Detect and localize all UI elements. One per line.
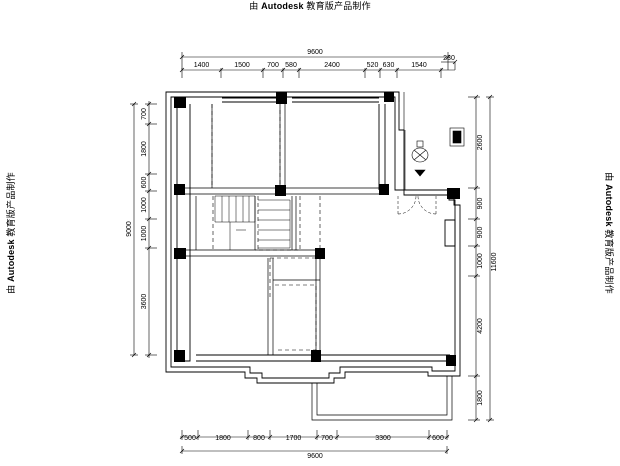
dimension-left-segment: 3600: [141, 294, 148, 310]
dimension-top-segment: 630: [383, 62, 395, 69]
dimension-top-extra: 230: [443, 55, 455, 62]
dimension-top-segment: 1400: [194, 62, 210, 69]
dimension-top-segment: 1500: [234, 62, 250, 69]
dimension-right-segment: 4200: [477, 318, 484, 334]
dimension-right-segment: 900: [477, 198, 484, 210]
dimension-bottom-total: 9600: [307, 453, 323, 460]
dimension-top-total: 9600: [307, 49, 323, 56]
dimension-top-segment: 1540: [411, 62, 427, 69]
dimension-left-segment: 1000: [141, 197, 148, 213]
dimension-right-total: 11600: [491, 252, 498, 271]
dimension-labels: 9600 1400 1500 700 580 2400 520 630 1540 230 500 18…: [126, 49, 498, 460]
entry-steps: [398, 92, 406, 190]
dimension-bottom-segment: 1800: [215, 435, 231, 442]
dimension-bottom-segment: 700: [321, 435, 333, 442]
staircase: [214, 195, 291, 250]
entry-doors: [397, 195, 437, 215]
dimension-top-segment: 700: [267, 62, 279, 69]
dimension-left-segment: 600: [141, 177, 148, 189]
dimension-right-segment: 1000: [477, 253, 484, 269]
watermark-top: 由 Autodesk 教育版产品制作: [249, 1, 371, 11]
dimension-right-segment: 1800: [477, 390, 484, 406]
exterior-walls: [165, 91, 461, 384]
dimension-top-segment: 580: [285, 62, 297, 69]
dimension-top-segment: 2400: [324, 62, 340, 69]
dimension-left-segment: 1000: [141, 226, 148, 242]
dimension-right-segment: 2600: [477, 135, 484, 151]
dimension-lines: [130, 52, 494, 454]
dimension-bottom-segment: 500: [184, 435, 196, 442]
dimension-bottom-segment: 1700: [286, 435, 302, 442]
dimension-right-segment: 900: [477, 227, 484, 239]
dimension-bottom-segment: 800: [253, 435, 265, 442]
columns: [174, 92, 460, 366]
dimension-top-segment: 520: [367, 62, 379, 69]
dimension-left-segment: 1800: [141, 141, 148, 157]
entrance-fixtures: [411, 127, 465, 177]
dimension-left-segment: 700: [141, 108, 148, 120]
porch: [311, 376, 453, 421]
dimension-left-total: 9000: [126, 221, 133, 237]
dashed-lines: [211, 104, 321, 351]
dimension-bottom-segment: 600: [432, 435, 444, 442]
dimension-bottom-segment: 3300: [375, 435, 391, 442]
